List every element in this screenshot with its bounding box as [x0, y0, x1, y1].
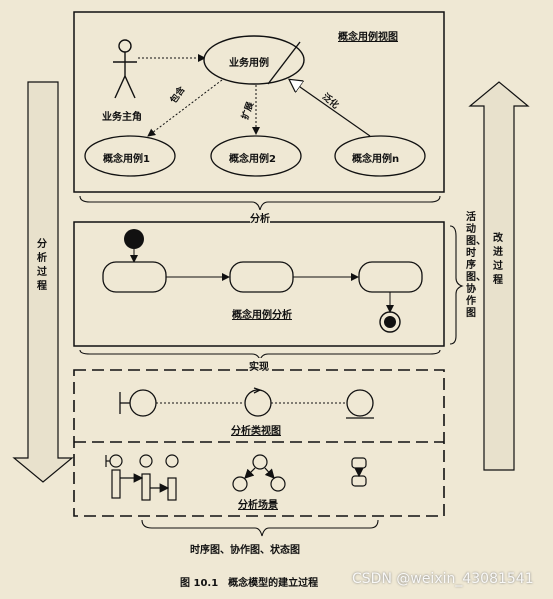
usecase-2-label: 概念用例2: [229, 154, 276, 165]
usecase-n-label: 概念用例n: [352, 154, 400, 165]
business-actor-figure: [113, 39, 137, 99]
activity-end-node: [379, 311, 401, 333]
activity-1: [102, 261, 167, 293]
usecase-slash: [267, 41, 301, 85]
activity-2: [229, 261, 294, 293]
realize-label: 实现: [249, 358, 269, 373]
bottom-caption-label: 时序图、协作图、状态图: [190, 545, 300, 556]
side-brace: [449, 225, 464, 345]
analyze-label: 分析: [250, 210, 270, 225]
control-class-icon: [244, 387, 272, 417]
analyze-bracket: [79, 195, 441, 211]
generalize-arrow: [290, 80, 371, 137]
watermark: CSDN @weixin_43081541: [352, 571, 534, 587]
top-box-title: 概念用例视图: [338, 32, 398, 43]
usecase-1-label: 概念用例1: [103, 154, 150, 165]
bottom-bracket: [141, 519, 379, 537]
collaboration-diagram-icon: [232, 454, 286, 492]
right-arrow-label: 改进过程: [493, 233, 503, 286]
usecase-1-ellipse: [84, 135, 176, 177]
right-process-arrow: [468, 81, 530, 471]
figure-caption: 图 10.1 概念模型的建立过程: [180, 578, 319, 589]
class-view-label: 分析类视图: [231, 426, 281, 437]
actor-label: 业务主角: [102, 112, 142, 123]
entity-class-icon: [346, 389, 374, 419]
sequence-diagram-icon: [105, 454, 179, 501]
state-diagram-icon: [351, 457, 367, 487]
left-process-arrow: [12, 81, 74, 483]
boundary-class-icon: [119, 389, 157, 417]
usecase-2-ellipse: [210, 135, 302, 177]
activity-start-node: [124, 229, 144, 249]
usecase-n-ellipse: [334, 135, 426, 177]
side-label: 活动图、时序图、协作图: [466, 212, 486, 319]
include-arrow: [147, 79, 223, 137]
main-usecase-ellipse: [203, 35, 305, 85]
left-arrow-label: 分析过程: [37, 239, 47, 292]
scenario-label: 分析场景: [238, 500, 278, 511]
main-usecase-label: 业务用例: [229, 58, 269, 69]
activity-3: [358, 261, 423, 293]
analysis-box: [73, 369, 445, 517]
middle-box-title: 概念用例分析: [232, 310, 292, 321]
